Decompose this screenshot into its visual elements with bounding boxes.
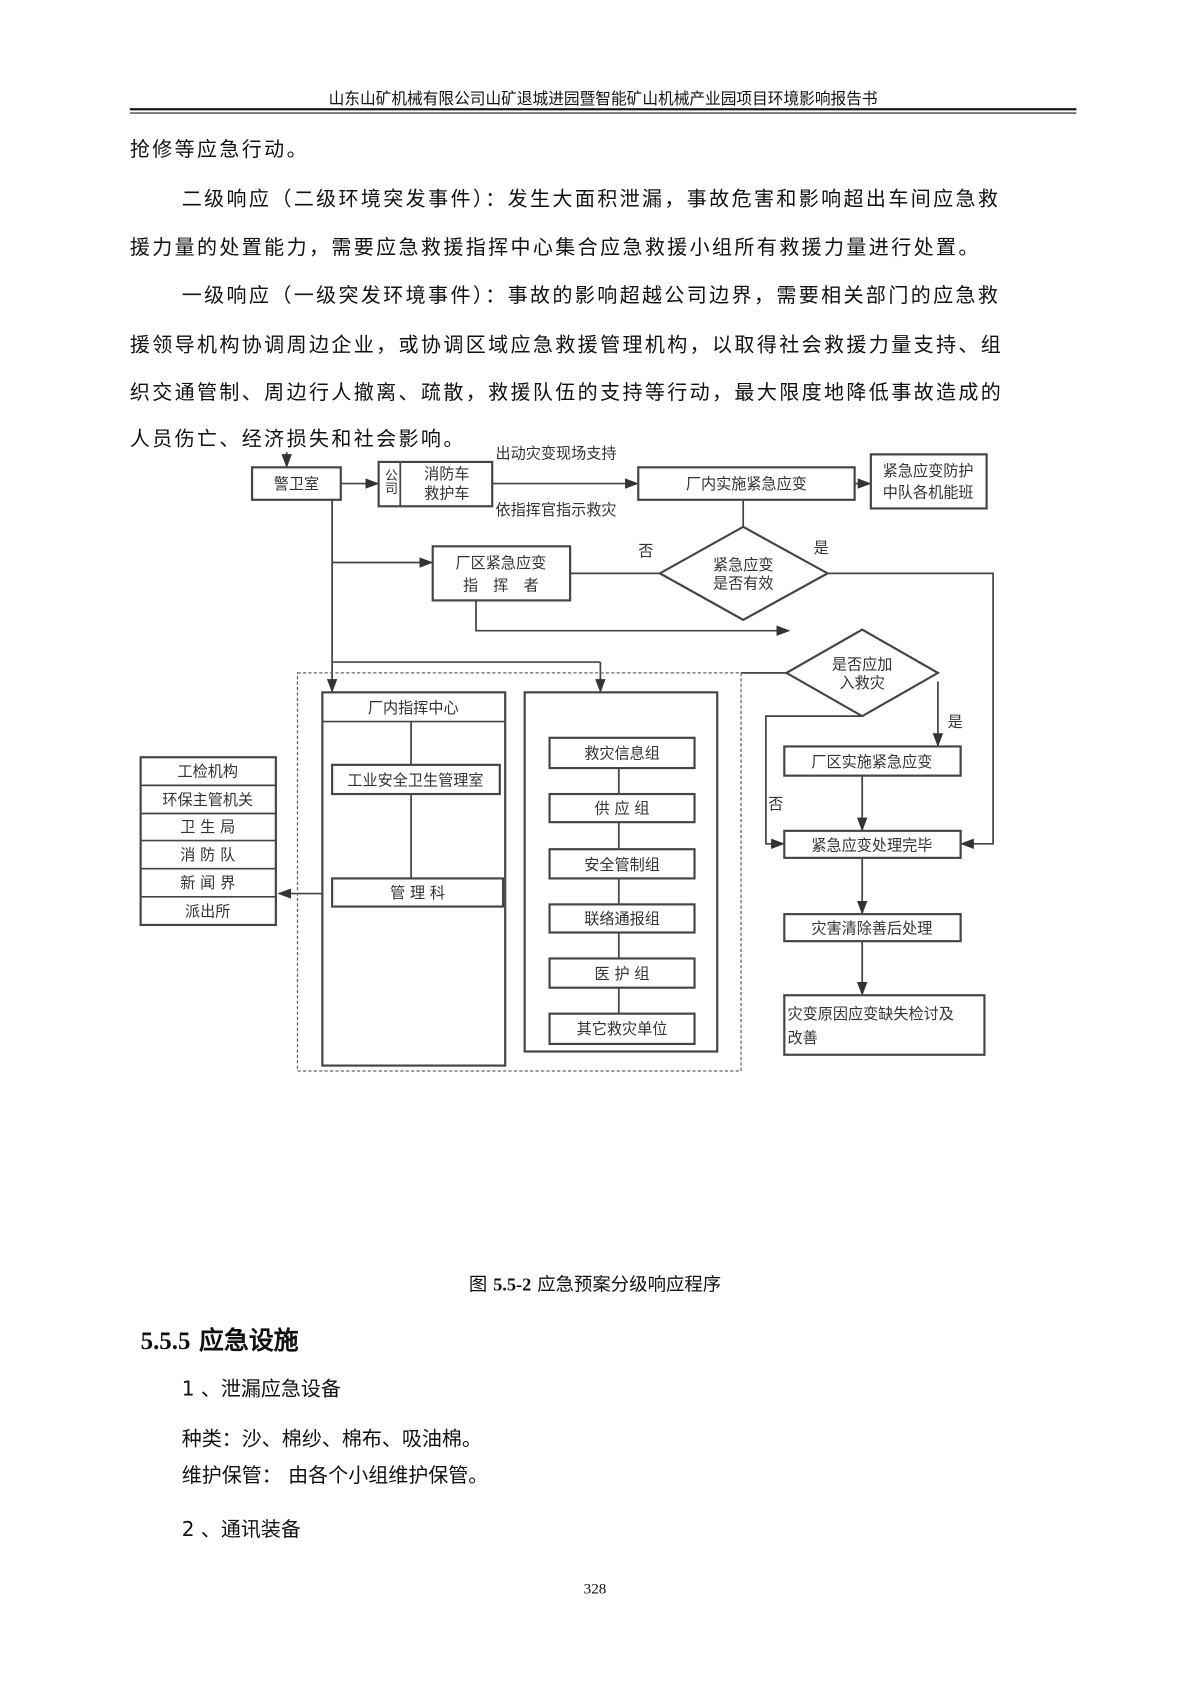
caption-text: 应急预案分级响应程序 (531, 1274, 722, 1296)
area-response-label: 厂区实施紧急应变 (811, 753, 932, 771)
paragraph-line: 维护保管： 由各个小组维护保管。 (181, 1464, 489, 1488)
paragraph-line: 抢修等应急行动。 (129, 138, 309, 162)
commander-label: 指 挥 者 (463, 577, 539, 595)
rescue-groups-column: 救灾信息组 供 应 组 安全管制组 联络通报组 医 护 组 其它救灾单位 (523, 691, 719, 1053)
paragraph-line: 援力量的处置能力，需要应急救援指挥中心集合应急救援小组所有救援力量进行处置。 (129, 236, 981, 260)
company-label: 公司 (382, 468, 397, 494)
paragraph-line: 援领导机构协调周边企业，或协调区域应急救援管理机构，以取得社会救援力量支持、组 (129, 334, 1004, 357)
plant-response-label: 厂内实施紧急应变 (686, 475, 807, 493)
safety-office-label: 工业安全卫生管理室 (347, 771, 483, 789)
plant-response-node: 厂内实施紧急应变 (637, 466, 856, 501)
guard-room-node: 警卫室 (250, 466, 342, 501)
group-label: 联络通报组 (584, 910, 660, 928)
squad-label: 中队各机能班 (883, 484, 974, 502)
header-rule-thin (129, 112, 1077, 114)
command-center-column: 厂内指挥中心 工业安全卫生管理室 管 理 科 (321, 691, 507, 1067)
agency-label: 新 闻 界 (180, 874, 235, 892)
ambulance-label: 救护车 (424, 485, 469, 503)
command-center-label: 厂内指挥中心 (368, 699, 459, 717)
header-rule (129, 108, 1077, 111)
response-flowchart: 警卫室 公司 消防车 救护车 出动灾变现场支持 依指挥官指示救灾 厂内实施紧急应… (139, 445, 994, 1072)
paragraph-line: 人员伤亡、经济损失和社会影响。 (129, 428, 466, 452)
paragraph-line: 一级响应（一级突发环境事件）：事故的影响超越公司边界，需要相关部门的应急救 (181, 284, 1001, 308)
company-vehicles-node: 公司 消防车 救护车 (377, 460, 494, 508)
caption-number: 5.5-2 (493, 1274, 532, 1295)
agency-label: 卫 生 局 (180, 818, 235, 836)
agency-label: 环保主管机关 (162, 791, 253, 809)
review-label: 灾变原因应变缺失检讨及 (788, 1005, 954, 1023)
no-label: 否 (638, 542, 653, 560)
group-label: 供 应 组 (595, 800, 650, 818)
group-label: 安全管制组 (584, 856, 660, 874)
section-number: 5.5.5 (140, 1327, 191, 1355)
aftermath-label: 灾害清除善后处理 (811, 920, 932, 938)
decision-label: 入救灾 (839, 674, 884, 692)
group-label: 其它救灾单位 (577, 1020, 668, 1038)
no-label: 否 (768, 795, 783, 813)
group-label: 医 护 组 (595, 965, 650, 983)
decision-label: 是否有效 (713, 574, 774, 592)
figure-caption: 图 5.5-2 应急预案分级响应程序 (0, 1269, 1190, 1296)
right-flow: 厂区实施紧急应变 紧急应变处理完毕 灾害清除善后处理 灾变原因应变缺失检讨及 改… (783, 745, 986, 1056)
edge-label-support: 出动灾变现场支持 (495, 445, 616, 463)
agency-label: 工检机构 (177, 763, 238, 781)
guard-room-label: 警卫室 (274, 475, 319, 493)
edge-label-command: 依指挥官指示救灾 (495, 501, 616, 519)
caption-prefix: 图 (468, 1274, 494, 1296)
commander-node: 厂区紧急应变 指 挥 者 (431, 545, 572, 602)
decision-effective: 紧急应变 是否有效 (657, 525, 830, 622)
paragraph-line: 织交通管制、周边行人撤离、疏散，救援队伍的支持等行动，最大限度地降低事故造成的 (129, 381, 1004, 405)
agency-label: 派出所 (185, 902, 230, 920)
group-label: 救灾信息组 (584, 744, 660, 762)
section-title: 应急设施 (190, 1327, 299, 1356)
external-agencies: 工检机构 环保主管机关 卫 生 局 消 防 队 新 闻 界 派出所 (139, 756, 277, 927)
decision-label: 紧急应变 (713, 556, 774, 574)
squad-label: 紧急应变防护 (883, 462, 974, 480)
yes-label: 是 (948, 713, 963, 731)
review-label: 改善 (788, 1029, 818, 1047)
yes-label: 是 (814, 539, 829, 557)
decision-join: 是否应加 入救灾 (784, 628, 941, 718)
paragraph-line: 种类：沙、棉纱、棉布、吸油棉。 (181, 1427, 482, 1451)
commander-label: 厂区紧急应变 (455, 554, 546, 572)
squad-node: 紧急应变防护 中队各机能班 (869, 453, 988, 510)
response-done-label: 紧急应变处理完毕 (811, 836, 932, 854)
page-number: 328 (583, 1581, 607, 1598)
decision-label: 是否应加 (832, 656, 893, 674)
management-label: 管 理 科 (390, 884, 445, 902)
paragraph-line: 二级响应（二级环境突发事件）：发生大面积泄漏，事故危害和影响超出车间应急救 (181, 188, 1001, 211)
list-item: 1 、泄漏应急设备 (181, 1378, 341, 1401)
list-item: 2 、通讯装备 (181, 1518, 301, 1542)
section-heading: 5.5.5 应急设施 (141, 1320, 299, 1357)
fire-truck-label: 消防车 (424, 465, 469, 483)
running-header: 山东山矿机械有限公司山矿退城进园暨智能矿山机械产业园项目环境影响报告书 (328, 90, 878, 109)
agency-label: 消 防 队 (180, 846, 235, 864)
